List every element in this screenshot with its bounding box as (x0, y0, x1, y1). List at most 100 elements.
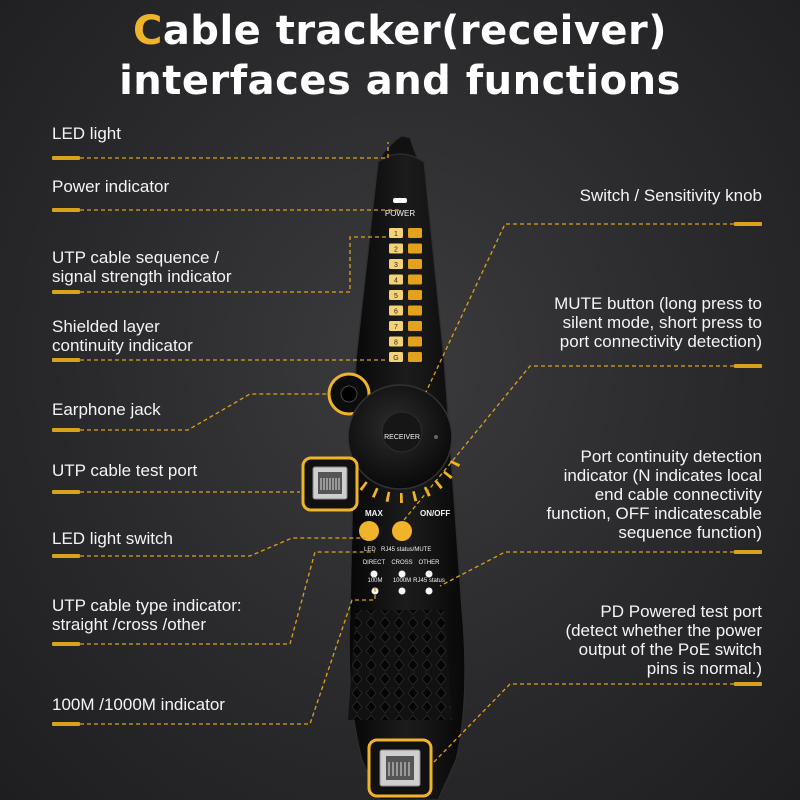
label-knob: Switch / Sensitivity knob (580, 186, 762, 205)
label-led-light: LED light (52, 124, 121, 143)
led-label: 7 (394, 324, 398, 331)
arc-segment (443, 470, 453, 480)
rj45-mute-button (392, 521, 412, 541)
label-line: function, OFF indicatescable (546, 504, 762, 523)
arc-segment (434, 479, 443, 490)
label-utp-test-port: UTP cable test port (52, 461, 197, 480)
label-line: MUTE button (long press to (554, 294, 762, 313)
page-title: Cable tracker(receiver) interfaces and f… (0, 6, 800, 106)
speaker-grille (348, 610, 452, 720)
label-line: Switch / Sensitivity knob (579, 186, 762, 205)
label-line: LED light switch (52, 529, 173, 548)
arc-segment (359, 481, 368, 491)
title-line-2: interfaces and functions (119, 58, 681, 104)
rj45-button-label: RJ45 status/MUTE (381, 547, 431, 553)
type-label: OTHER (419, 560, 441, 566)
label-bar-led-light (52, 156, 80, 160)
label-line: 100M /1000M indicator (52, 695, 225, 714)
label-line: (detect whether the power (565, 621, 762, 640)
title-accent-letter: C (132, 8, 163, 54)
label-utp-type: UTP cable type indicator:straight /cross… (52, 596, 242, 634)
knob-label: RECEIVER (384, 434, 420, 441)
speed-label: 1000M (393, 578, 411, 584)
arc-segment (400, 492, 403, 503)
label-line: port connectivity detection) (559, 332, 762, 351)
label-bar-knob (734, 222, 762, 226)
led-3: 3 (389, 259, 422, 269)
led-button-label: LED (364, 547, 376, 553)
type-label: CROSS (391, 560, 412, 566)
label-line: signal strength indicator (52, 267, 232, 286)
label-bar-shielded (52, 358, 80, 362)
leader-lines (52, 142, 762, 763)
label-line: UTP cable sequence / (52, 248, 219, 267)
label-line: output of the PoE switch (578, 640, 762, 659)
label-bar-mute (734, 364, 762, 368)
speed-led (425, 587, 433, 595)
label-bar-utp-sequence (52, 290, 80, 294)
label-bar-port-continuity (734, 550, 762, 554)
label-line: UTP cable type indicator: (52, 596, 242, 615)
onoff-label: ON/OFF (420, 509, 450, 518)
led-4: 4 (389, 274, 422, 285)
label-earphone: Earphone jack (52, 400, 161, 419)
led-label: 2 (394, 247, 398, 254)
label-bar-utp-test-port (52, 490, 80, 494)
label-bar-pd-port (734, 682, 762, 686)
led-label: 6 (394, 309, 398, 316)
arc-segment (385, 491, 391, 502)
arc-segment (371, 487, 379, 498)
type-label: DIRECT (363, 560, 386, 566)
title-line-1: Cable tracker(receiver) (0, 6, 800, 56)
title-line-1-rest: able tracker(receiver) (162, 8, 668, 54)
label-bar-speed (52, 722, 80, 726)
power-led (393, 198, 407, 203)
label-bar-power-indicator (52, 208, 80, 212)
led-7: 7 (389, 321, 422, 331)
label-line: Port continuity detection (580, 447, 762, 466)
label-bar-utp-type (52, 642, 80, 646)
led-8: 8 (389, 336, 422, 347)
led-label: 3 (394, 262, 398, 269)
led-2: 2 (389, 243, 422, 254)
label-line: sequence function) (618, 523, 762, 542)
label-speed: 100M /1000M indicator (52, 695, 225, 714)
label-line: Shielded layer (52, 317, 160, 336)
type-led (370, 570, 378, 578)
arc-segment (449, 460, 461, 467)
led-6: 6 (389, 305, 422, 316)
power-label: POWER (385, 209, 415, 218)
label-line: straight /cross /other (52, 615, 207, 634)
type-indicator-row: DIRECT CROSS OTHER (363, 560, 440, 578)
speed-label: 100M (367, 578, 382, 584)
label-line: LED light (52, 124, 121, 143)
label-line: Earphone jack (52, 400, 161, 419)
speed-led (398, 587, 406, 595)
type-led (398, 570, 406, 578)
label-line: continuity indicator (52, 336, 193, 355)
max-label: MAX (365, 509, 383, 518)
label-line: PD Powered test port (600, 602, 762, 621)
led-1: 1 (389, 228, 422, 238)
label-bar-earphone (52, 428, 80, 432)
label-utp-sequence: UTP cable sequence /signal strength indi… (52, 248, 232, 286)
label-bar-led-switch (52, 554, 80, 558)
label-line: Power indicator (52, 177, 170, 196)
type-led (425, 570, 433, 578)
label-line: indicator (N indicates local (563, 466, 762, 485)
led-label: 1 (394, 231, 398, 238)
label-line: silent mode, short press to (562, 313, 762, 332)
led-button (359, 521, 379, 541)
speed-label: RJ45 status (413, 578, 445, 584)
label-line: pins is normal.) (646, 659, 762, 678)
led-column: 1 2 3 4 5 6 7 8G (389, 228, 422, 362)
led-5: 5 (389, 290, 422, 300)
led-G: G (389, 352, 422, 362)
arc-segment (412, 491, 418, 502)
label-led-switch: LED light switch (52, 529, 173, 548)
led-label: 4 (394, 278, 398, 285)
